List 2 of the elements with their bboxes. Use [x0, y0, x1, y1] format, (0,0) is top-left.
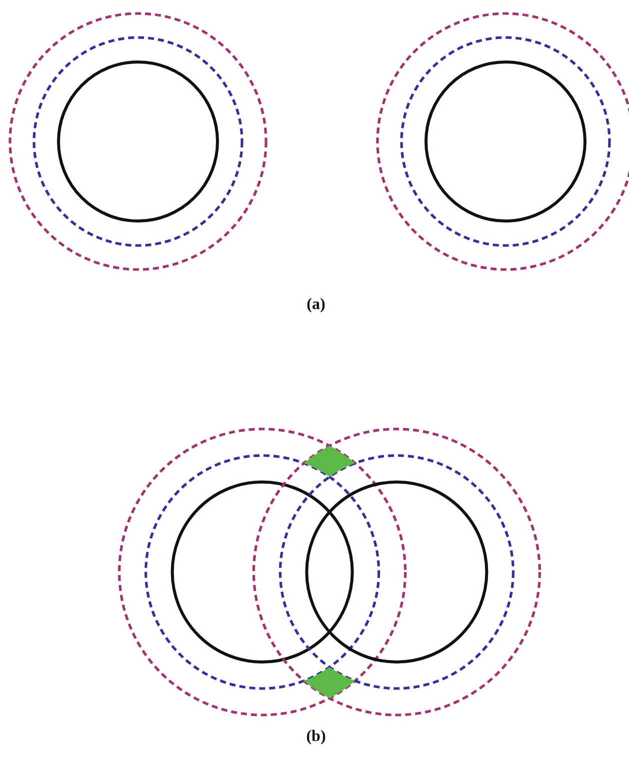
panel-label: (b)	[305, 728, 327, 746]
panel-label: (a)	[306, 296, 326, 314]
